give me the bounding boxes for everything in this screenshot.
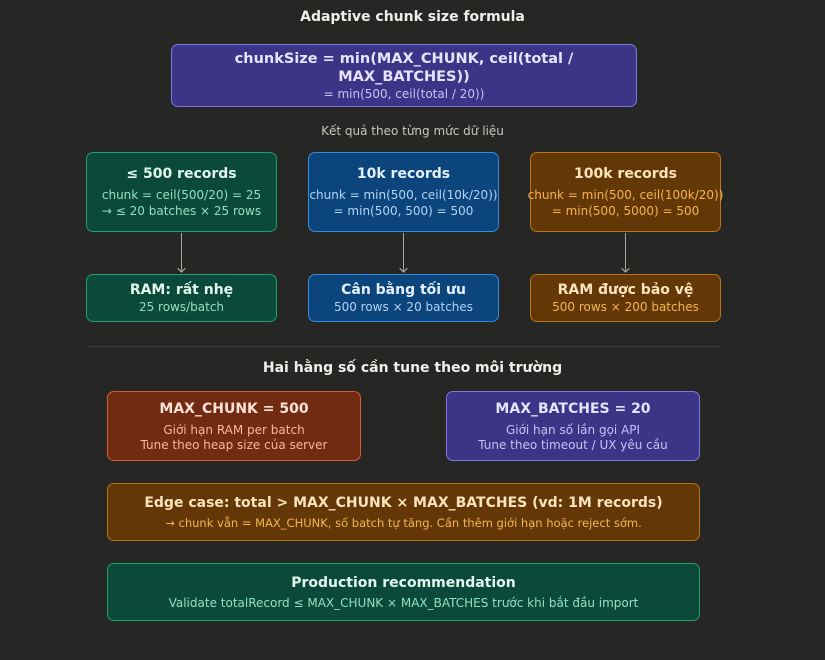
recommendation-sub: Validate totalRecord ≤ MAX_CHUNK × MAX_B… <box>168 595 639 610</box>
result-sub: 25 rows/batch <box>138 300 225 314</box>
results-heading: Kết quả theo từng mức dữ liệu <box>321 124 504 138</box>
scenario-line: → ≤ 20 batches × 25 rows <box>101 204 262 218</box>
scenario-title: 100k records <box>574 166 677 182</box>
scenario-line: chunk = min(500, ceil(10k/20)) <box>309 188 498 202</box>
scenario-box-large: 100k records chunk = min(500, ceil(100k/… <box>527 152 724 232</box>
result-box-large: RAM được bảo vệ 500 rows × 200 batches <box>530 274 721 322</box>
constant-title: MAX_CHUNK = 500 <box>159 400 309 417</box>
scenario-line: chunk = min(500, ceil(100k/20)) <box>527 188 724 202</box>
section-divider <box>86 346 722 347</box>
constant-line: Tune theo heap size của server <box>140 437 328 452</box>
result-title: RAM: rất nhẹ <box>129 282 234 298</box>
result-title: Cân bằng tối ưu <box>341 282 466 298</box>
scenario-line: chunk = ceil(500/20) = 25 <box>101 188 262 202</box>
constants-heading: Hai hằng số cần tune theo môi trường <box>262 360 563 376</box>
max-batches-box: MAX_BATCHES = 20 Giới hạn số lần gọi API… <box>446 391 700 461</box>
result-title: RAM được bảo vệ <box>557 282 694 298</box>
edge-case-title: Edge case: total > MAX_CHUNK × MAX_BATCH… <box>144 494 663 511</box>
constant-line: Giới hạn số lần gọi API <box>505 422 641 437</box>
result-box-small: RAM: rất nhẹ 25 rows/batch <box>86 274 277 322</box>
scenario-title: ≤ 500 records <box>126 166 237 182</box>
recommendation-box: Production recommendation Validate total… <box>107 563 700 621</box>
constant-line: Tune theo timeout / UX yêu cầu <box>478 437 668 452</box>
constant-line: Giới hạn RAM per batch <box>163 422 305 437</box>
scenario-title: 10k records <box>356 166 451 182</box>
scenario-box-medium: 10k records chunk = min(500, ceil(10k/20… <box>308 152 499 232</box>
result-box-medium: Cân bằng tối ưu 500 rows × 20 batches <box>308 274 499 322</box>
result-sub: 500 rows × 20 batches <box>333 300 474 314</box>
scenario-box-small: ≤ 500 records chunk = ceil(500/20) = 25 … <box>86 152 277 232</box>
edge-case-box: Edge case: total > MAX_CHUNK × MAX_BATCH… <box>107 483 700 541</box>
recommendation-title: Production recommendation <box>291 574 516 591</box>
max-chunk-box: MAX_CHUNK = 500 Giới hạn RAM per batch T… <box>107 391 361 461</box>
formula-sub: = min(500, ceil(total / 20)) <box>323 86 485 101</box>
formula-box: chunkSize = min(MAX_CHUNK, ceil(total / … <box>171 44 637 107</box>
result-sub: 500 rows × 200 batches <box>552 300 699 314</box>
formula-main: chunkSize = min(MAX_CHUNK, ceil(total / … <box>234 50 574 85</box>
scenario-line: = min(500, 5000) = 500 <box>551 204 700 218</box>
edge-case-sub: → chunk vẫn = MAX_CHUNK, số batch tự tăn… <box>165 515 642 530</box>
scenario-line: = min(500, 500) = 500 <box>333 204 474 218</box>
diagram-title: Adaptive chunk size formula <box>300 9 525 25</box>
constant-title: MAX_BATCHES = 20 <box>495 400 651 417</box>
